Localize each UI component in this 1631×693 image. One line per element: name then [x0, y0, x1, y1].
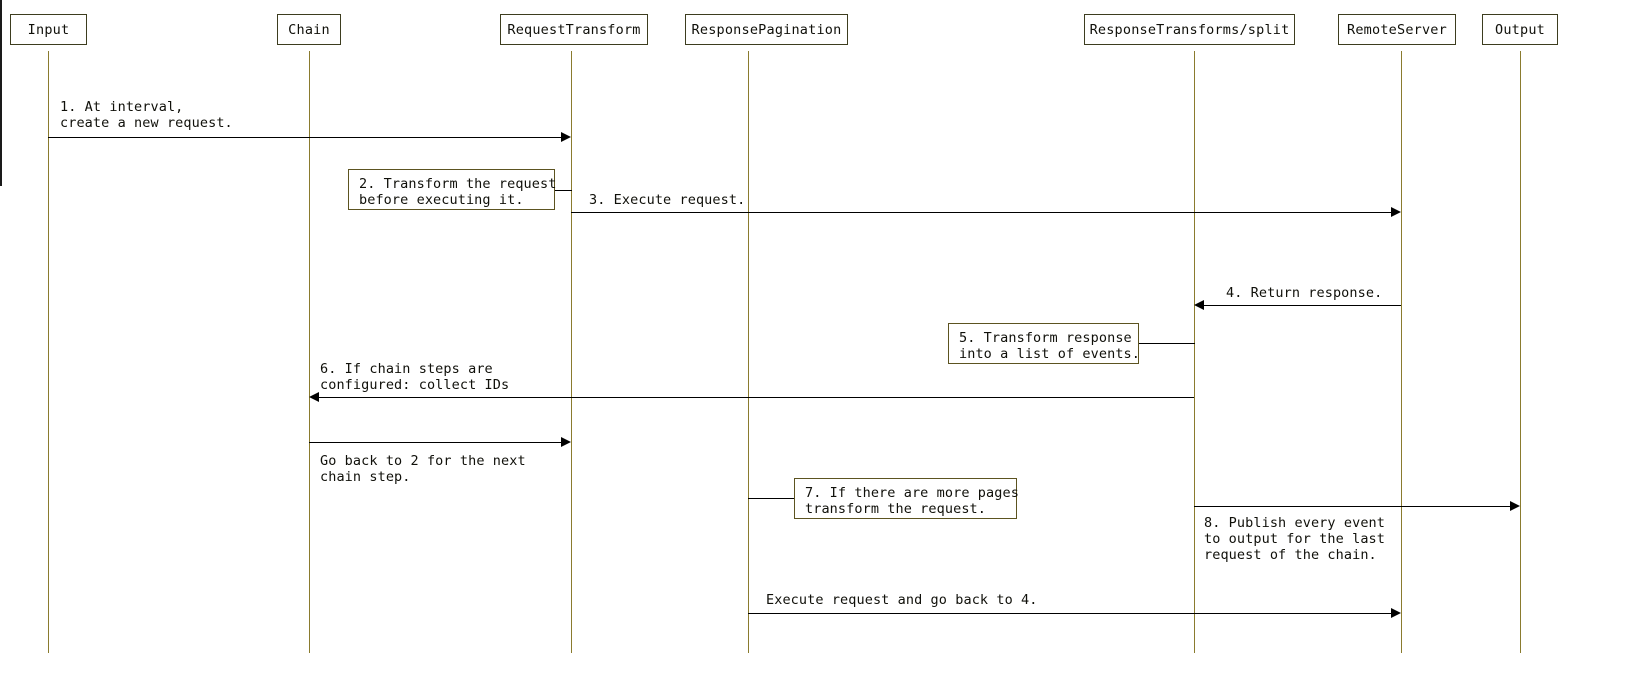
- message-8-label: 8. Publish every event to output for the…: [1204, 515, 1386, 563]
- message-6-arrowhead: [309, 392, 319, 402]
- note-2: 2. Transform the request before executin…: [348, 169, 556, 210]
- note-5: 5. Transform response into a list of eve…: [948, 323, 1140, 364]
- message-goback4-arrowhead: [1391, 608, 1401, 618]
- message-goback2-line: [309, 442, 561, 443]
- message-3-arrowhead: [1391, 207, 1401, 217]
- note-5-connector: [1139, 343, 1195, 344]
- left-edge-marker: [0, 0, 2, 186]
- lifeline-chain: [309, 51, 310, 653]
- participant-responsetransforms-split[interactable]: ResponseTransforms/split: [1084, 14, 1295, 45]
- note-2-connector: [555, 190, 572, 191]
- participant-requesttransform[interactable]: RequestTransform: [500, 14, 648, 45]
- message-goback2-arrowhead: [561, 437, 571, 447]
- message-4-line: [1204, 305, 1401, 306]
- participant-label: RemoteServer: [1347, 21, 1447, 38]
- lifeline-responsetransforms-split: [1194, 51, 1195, 653]
- lifeline-input: [48, 51, 49, 653]
- message-goback2-label: Go back to 2 for the next chain step.: [320, 453, 526, 485]
- message-8-line: [1194, 506, 1510, 507]
- lifeline-remoteserver: [1401, 51, 1402, 653]
- participant-input[interactable]: Input: [10, 14, 87, 45]
- participant-chain[interactable]: Chain: [277, 14, 341, 45]
- message-3-label: 3. Execute request.: [589, 192, 746, 208]
- note-7-connector: [748, 498, 795, 499]
- participant-label: Input: [27, 21, 70, 38]
- message-1-line: [48, 137, 561, 138]
- lifeline-output: [1520, 51, 1521, 653]
- message-8-arrowhead: [1510, 501, 1520, 511]
- message-goback4-label: Execute request and go back to 4.: [766, 592, 1038, 608]
- participant-label: ResponseTransforms/split: [1089, 21, 1290, 38]
- lifeline-requesttransform: [571, 51, 572, 653]
- note-7: 7. If there are more pages transform the…: [794, 478, 1019, 519]
- participant-responsepagination[interactable]: ResponsePagination: [685, 14, 848, 45]
- message-4-arrowhead: [1194, 300, 1204, 310]
- participant-label: RequestTransform: [507, 21, 641, 38]
- participant-label: ResponsePagination: [691, 21, 842, 38]
- message-1-arrowhead: [561, 132, 571, 142]
- message-6-line: [319, 397, 1194, 398]
- message-3-line: [571, 212, 1391, 213]
- message-6-label: 6. If chain steps are configured: collec…: [320, 361, 510, 393]
- participant-label: Output: [1495, 21, 1545, 38]
- participant-remoteserver[interactable]: RemoteServer: [1338, 14, 1456, 45]
- message-4-label: 4. Return response.: [1226, 285, 1383, 301]
- lifeline-responsepagination: [748, 51, 749, 653]
- participant-label: Chain: [288, 21, 330, 38]
- message-1-label: 1. At interval, create a new request.: [60, 99, 233, 131]
- participant-output[interactable]: Output: [1482, 14, 1558, 45]
- message-goback4-line: [748, 613, 1391, 614]
